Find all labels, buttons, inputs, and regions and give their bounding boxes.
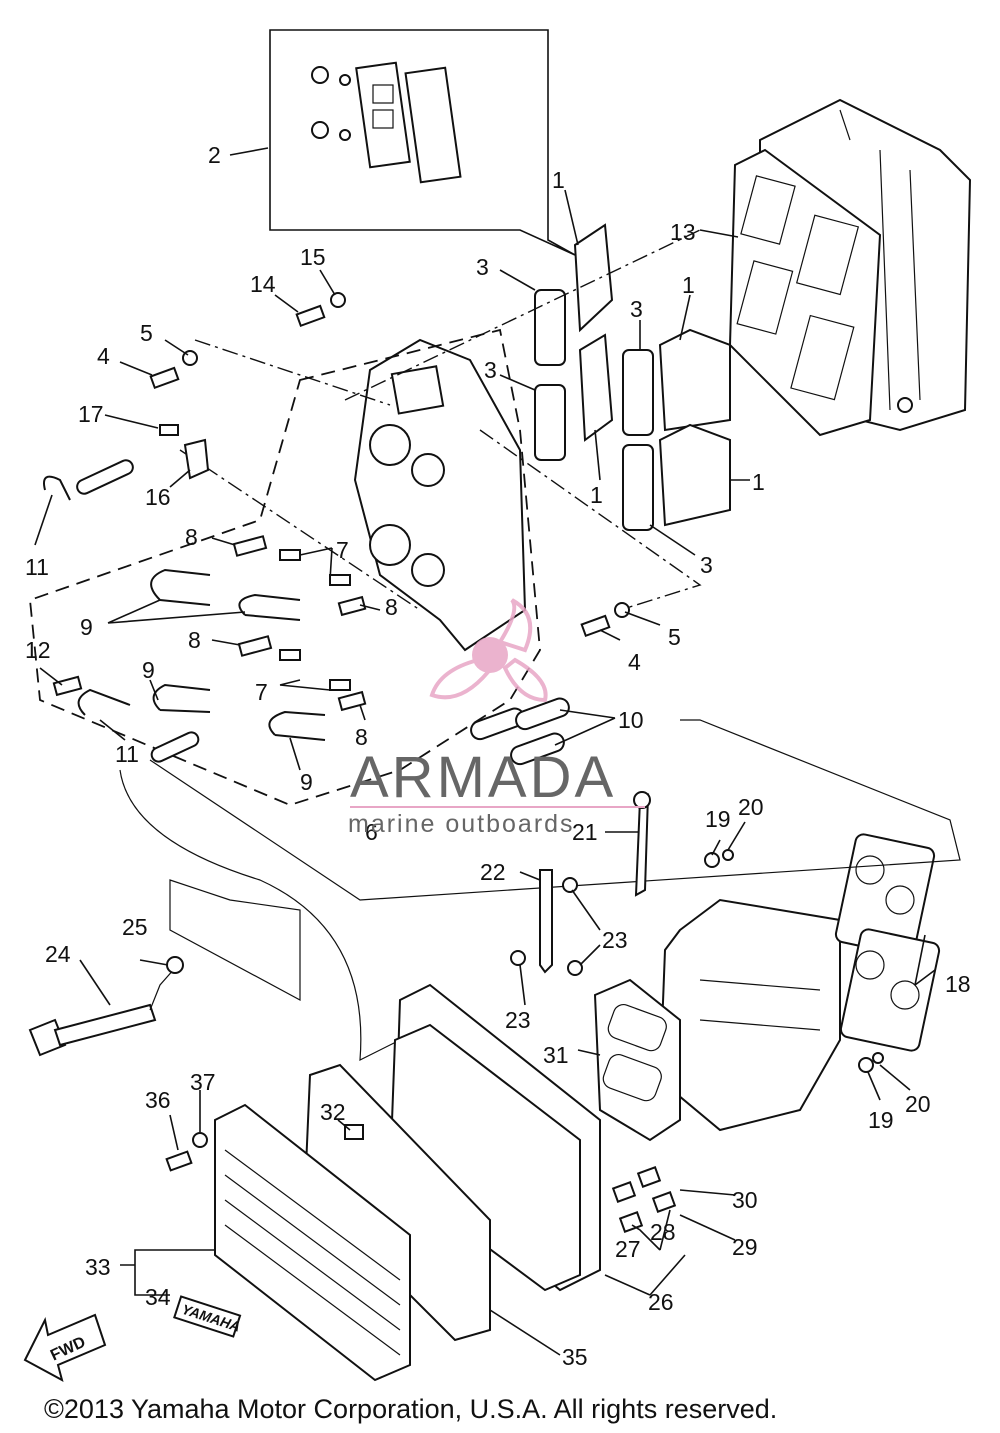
callout-labels: 1 1 1 1 2 3 3 3 3 4 4 5 5 6 7 7 8 8 8 8 … bbox=[25, 142, 971, 1370]
callout-22: 22 bbox=[480, 859, 506, 885]
callout-3: 3 bbox=[484, 357, 497, 383]
callout-1: 1 bbox=[682, 272, 695, 298]
callout-15: 15 bbox=[300, 244, 326, 270]
callout-6: 6 bbox=[365, 819, 378, 845]
propeller-logo bbox=[429, 598, 548, 703]
callout-1: 1 bbox=[590, 482, 603, 508]
callout-25: 25 bbox=[122, 914, 148, 940]
callout-4: 4 bbox=[97, 343, 110, 369]
callout-29: 29 bbox=[732, 1234, 758, 1260]
reed-kit-inset bbox=[269, 29, 576, 256]
callout-24: 24 bbox=[45, 941, 71, 967]
callout-9: 9 bbox=[142, 657, 155, 683]
callout-12: 12 bbox=[25, 637, 51, 663]
callout-8: 8 bbox=[355, 724, 368, 750]
callout-35: 35 bbox=[562, 1344, 588, 1370]
callout-27: 27 bbox=[615, 1236, 641, 1262]
callout-13: 13 bbox=[670, 219, 696, 245]
callout-34: 34 bbox=[145, 1284, 171, 1310]
callout-10: 10 bbox=[618, 707, 644, 733]
callout-21: 21 bbox=[572, 819, 598, 845]
callout-7: 7 bbox=[255, 679, 268, 705]
leader-lines bbox=[179, 229, 702, 611]
callout-leaders bbox=[34, 147, 936, 1356]
callout-31: 31 bbox=[543, 1042, 569, 1068]
callout-16: 16 bbox=[145, 484, 171, 510]
callout-11: 11 bbox=[115, 741, 139, 767]
callout-8: 8 bbox=[188, 627, 201, 653]
callout-7: 7 bbox=[336, 537, 349, 563]
carburetor-assembly bbox=[658, 833, 941, 1132]
silencer-assembly bbox=[165, 978, 681, 1382]
callout-3: 3 bbox=[630, 296, 643, 322]
watermark-tagline: marine outboards bbox=[348, 810, 575, 838]
callout-4: 4 bbox=[628, 649, 641, 675]
callout-32: 32 bbox=[320, 1099, 346, 1125]
callout-26: 26 bbox=[648, 1289, 674, 1315]
hose-kit-outline bbox=[29, 328, 541, 806]
callout-17: 17 bbox=[78, 401, 104, 427]
callout-5: 5 bbox=[668, 624, 681, 650]
reed-valve-assemblies bbox=[534, 223, 731, 531]
copyright-notice: ©2013 Yamaha Motor Corporation, U.S.A. A… bbox=[44, 1394, 777, 1424]
callout-20: 20 bbox=[905, 1091, 931, 1117]
callout-20: 20 bbox=[738, 794, 764, 820]
callout-8: 8 bbox=[185, 524, 198, 550]
linkage-outline-2 bbox=[149, 719, 961, 901]
callout-3: 3 bbox=[700, 552, 713, 578]
linkage-outline bbox=[119, 769, 401, 1062]
fasteners bbox=[149, 292, 630, 638]
linkage-parts bbox=[28, 791, 651, 1057]
callout-5: 5 bbox=[140, 320, 153, 346]
hoses-and-fittings bbox=[43, 459, 570, 766]
callout-19: 19 bbox=[705, 806, 731, 832]
callout-3: 3 bbox=[476, 254, 489, 280]
callout-1: 1 bbox=[752, 469, 765, 495]
callout-9: 9 bbox=[80, 614, 93, 640]
callout-18: 18 bbox=[945, 971, 971, 997]
callout-30: 30 bbox=[732, 1187, 758, 1213]
intake-manifold bbox=[353, 338, 527, 652]
fwd-arrow: FWD bbox=[23, 1313, 107, 1382]
callout-28: 28 bbox=[650, 1219, 676, 1245]
armada-watermark: ARMADA marine outboards bbox=[348, 598, 645, 838]
callout-33: 33 bbox=[85, 1254, 111, 1280]
callout-8: 8 bbox=[385, 594, 398, 620]
callout-19: 19 bbox=[868, 1107, 894, 1133]
callout-36: 36 bbox=[145, 1087, 171, 1113]
callout-9: 9 bbox=[300, 769, 313, 795]
callout-23: 23 bbox=[602, 927, 628, 953]
callout-11: 11 bbox=[25, 554, 49, 580]
yamaha-badge: YAMAHA bbox=[173, 1295, 242, 1338]
callout-2: 2 bbox=[208, 142, 221, 168]
callout-1: 1 bbox=[552, 167, 565, 193]
callout-37: 37 bbox=[190, 1069, 216, 1095]
watermark-brand: ARMADA bbox=[350, 745, 616, 810]
callout-14: 14 bbox=[250, 271, 276, 297]
callout-23: 23 bbox=[505, 1007, 531, 1033]
